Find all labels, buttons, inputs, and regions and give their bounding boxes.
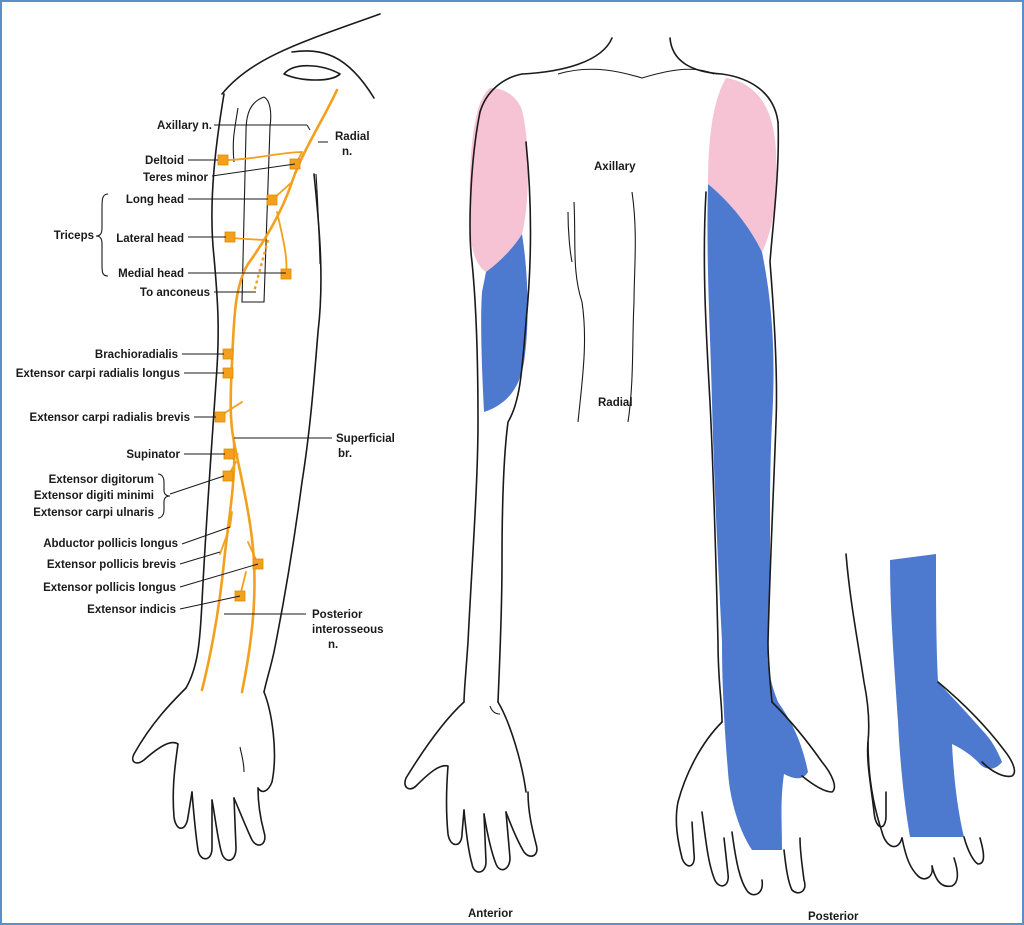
superficial-branch-label: Superficial br. — [336, 433, 398, 460]
posterior-interosseous-line3: n. — [328, 639, 338, 651]
cutaneous-areas — [469, 78, 1002, 850]
label-leader-lines — [169, 124, 332, 615]
muscle-label-epl: Extensor pollicis longus — [43, 582, 176, 594]
axillary-region-label: Axillary — [594, 161, 636, 173]
muscle-label-ecrl: Extensor carpi radialis longus — [16, 368, 180, 380]
posterior-view-label: Posterior — [808, 911, 859, 923]
axillary-area-left — [469, 88, 528, 272]
radial-area-left — [481, 234, 528, 412]
right-body-outline — [404, 37, 1016, 896]
radial-area-hand — [890, 554, 1002, 837]
muscle-label-extensor-indicis: Extensor indicis — [87, 604, 176, 616]
left-arm-outline — [131, 13, 381, 861]
radial-nerve-label: Radial n. — [335, 131, 373, 158]
radial-nerve-label-line2: n. — [342, 146, 352, 158]
muscle-label-teres-minor: Teres minor — [143, 172, 208, 184]
posterior-interosseous-line1: Posterior — [312, 609, 363, 621]
radial-area-right — [707, 184, 808, 850]
posterior-interosseous-line2: interosseous — [312, 624, 384, 636]
superficial-branch-line1: Superficial — [336, 433, 395, 445]
triceps-brace — [95, 193, 109, 277]
anterior-view-label: Anterior — [468, 908, 513, 920]
muscle-label-brachioradialis: Brachioradialis — [95, 349, 178, 361]
muscle-label-apl: Abductor pollicis longus — [43, 538, 178, 550]
left-labels: Axillary n. Radial n. Deltoid Teres mino… — [16, 120, 398, 651]
muscle-label-extensor-digitorum: Extensor digitorum — [49, 474, 154, 486]
axillary-nerve-label: Axillary n. — [157, 120, 212, 132]
extensor-group-brace — [157, 473, 171, 519]
muscle-label-medial-head: Medial head — [118, 268, 184, 280]
muscle-label-long-head: Long head — [126, 194, 184, 206]
triceps-group-label: Triceps — [54, 230, 94, 242]
muscle-label-ecrb: Extensor carpi radialis brevis — [30, 412, 190, 424]
superficial-branch-line2: br. — [338, 448, 352, 460]
muscle-label-deltoid: Deltoid — [145, 155, 184, 167]
radial-nerve-label-line1: Radial — [335, 131, 370, 143]
muscle-label-epb: Extensor pollicis brevis — [47, 559, 176, 571]
muscle-label-lateral-head: Lateral head — [116, 233, 184, 245]
muscle-label-supinator: Supinator — [126, 449, 180, 461]
axillary-area-right — [708, 78, 777, 252]
muscle-label-extensor-digiti-minimi: Extensor digiti minimi — [34, 490, 154, 502]
muscle-label-to-anconeus: To anconeus — [140, 287, 210, 299]
muscle-label-ecu: Extensor carpi ulnaris — [33, 507, 154, 519]
posterior-interosseous-label: Posterior interosseous n. — [312, 609, 387, 651]
radial-region-label: Radial — [598, 397, 633, 409]
